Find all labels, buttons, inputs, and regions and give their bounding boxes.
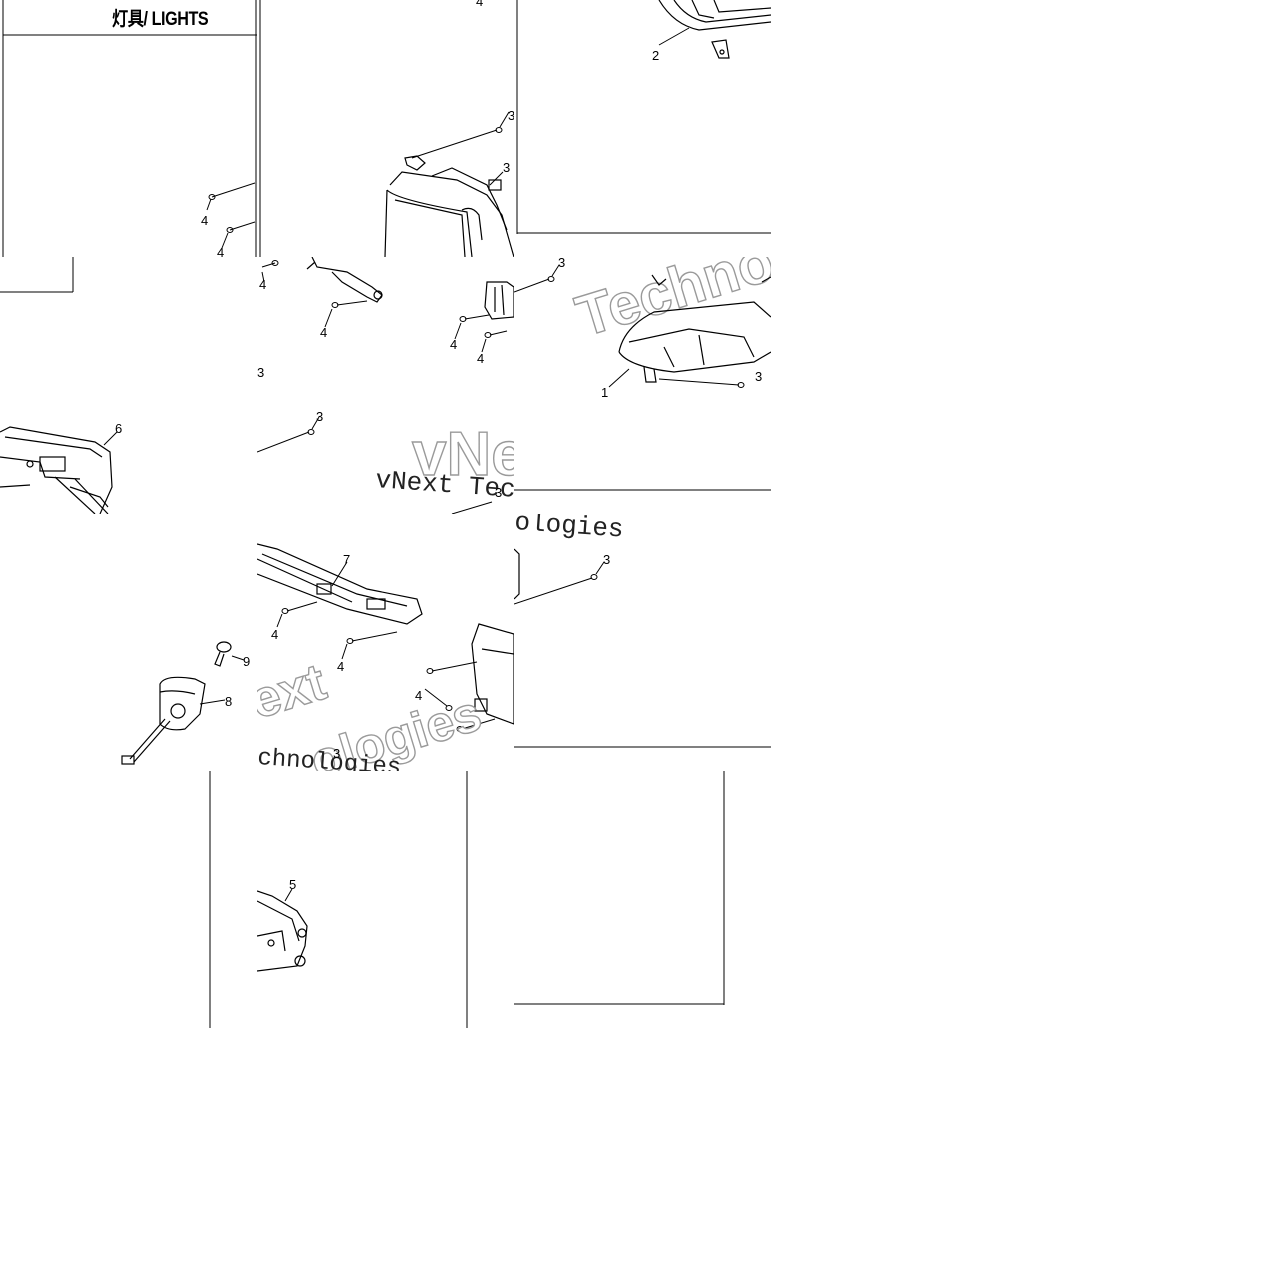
bracket-drawing: 4 4 4 4 3 3 vNe vNext Technologies 3 — [257, 257, 514, 514]
diagram-tile-empty — [1028, 771, 1285, 1028]
callout-4: 4 — [259, 277, 266, 292]
watermark-fragment: ologies — [514, 514, 624, 545]
headlight-icon — [384, 155, 514, 257]
diagram-tile-empty — [771, 0, 1028, 257]
diagram-tile-empty — [771, 514, 1028, 771]
frame-lines — [514, 771, 725, 1005]
callout-3: 3 — [558, 257, 565, 270]
callout-4: 4 — [415, 688, 422, 703]
callout-7: 7 — [343, 552, 350, 567]
callout-3: 3 — [316, 409, 323, 424]
diagram-tile-empty — [1028, 257, 1285, 514]
callout-8: 8 — [225, 694, 232, 709]
headlight-right-drawing: 4 3 3 — [259, 0, 514, 257]
diagram-tile-empty — [1028, 514, 1285, 771]
frame-lines — [209, 771, 211, 1028]
callout-5: 5 — [289, 877, 296, 892]
diagram-tile-empty — [771, 257, 1028, 514]
callout-3: 3 — [333, 746, 340, 761]
callout-3: 3 — [755, 369, 762, 384]
bracket-icon — [306, 257, 514, 320]
callout-4: 4 — [271, 627, 278, 642]
diagram-tile-center: 4 4 4 4 3 3 vNe vNext Technologies 3 — [257, 257, 514, 514]
callout-4: 4 — [217, 245, 224, 257]
callout-4: 4 — [450, 337, 457, 352]
watermark-fragment: vNe — [412, 420, 514, 489]
callout-4: 4 — [337, 659, 344, 674]
screw-drawing: ologies 3 — [514, 514, 771, 748]
callout-4: 4 — [320, 325, 327, 340]
horn-drawing: 9 8 — [121, 641, 250, 765]
callout-1: 1 — [601, 385, 608, 400]
callout-4: 4 — [201, 213, 208, 228]
headlight-left-drawing: Techno 3 1 3 — [514, 257, 771, 491]
lamp-housing-icon — [658, 0, 771, 59]
watermark-text: vNext Technologies — [374, 465, 514, 514]
callout-3: 3 — [503, 160, 510, 175]
diagram-tile-top-right: 2 — [514, 0, 771, 257]
diagram-tile-headlight-right: 4 3 3 — [257, 0, 514, 257]
diagram-tile-light-bar: 7 4 4 4 ext ologies chnologies 3 — [257, 514, 514, 771]
tail-lamp-icon — [257, 890, 308, 972]
callout-6: 6 — [115, 421, 122, 436]
callout-3: 3 — [508, 108, 514, 123]
page-title: 灯具/ LIGHTS — [112, 9, 209, 30]
bracket-edge-icon — [514, 548, 520, 600]
diagram-tile-rear-lamp: 5 — [257, 771, 514, 1028]
screw-icon — [226, 221, 256, 233]
diagram-tile-empty — [1028, 0, 1285, 257]
diagram-tile-headlight-left: Techno 3 1 3 — [514, 257, 771, 514]
headlight-icon — [618, 274, 771, 383]
horn-icon — [121, 676, 206, 765]
side-lamp-drawing: 6 — [0, 257, 122, 514]
callout-4: 4 — [476, 0, 483, 9]
watermark-fragment: ext — [257, 653, 332, 730]
light-bar-drawing: 7 4 4 4 ext ologies chnologies 3 — [257, 543, 514, 771]
diagram-tile-right-mid: ologies 3 — [514, 514, 771, 771]
diagram-tile-frame — [0, 771, 257, 1028]
bolt-icon — [214, 641, 232, 667]
side-marker-lamp-icon — [0, 426, 113, 514]
diagram-tile-bottom-frame — [514, 771, 771, 1028]
diagram-tile-empty — [771, 771, 1028, 1028]
screw-icon — [208, 182, 256, 200]
diagram-tile-title: 4 4 灯具/ LIGHTS — [0, 0, 257, 257]
callout-2: 2 — [652, 48, 659, 63]
callout-3: 3 — [603, 552, 610, 567]
callout-3: 3 — [257, 365, 264, 380]
diagram-tile-horn: 9 8 — [0, 514, 257, 771]
callout-3: 3 — [495, 485, 502, 500]
diagram-tile-side-lamp: 6 — [0, 257, 257, 514]
rear-lamp-drawing: 5 — [257, 771, 468, 1028]
title-frame: 4 4 — [2, 0, 257, 257]
light-bar-icon — [257, 543, 514, 725]
callout-4: 4 — [477, 351, 484, 366]
lamp-housing-drawing: 2 — [516, 0, 771, 234]
callout-9: 9 — [243, 654, 250, 669]
